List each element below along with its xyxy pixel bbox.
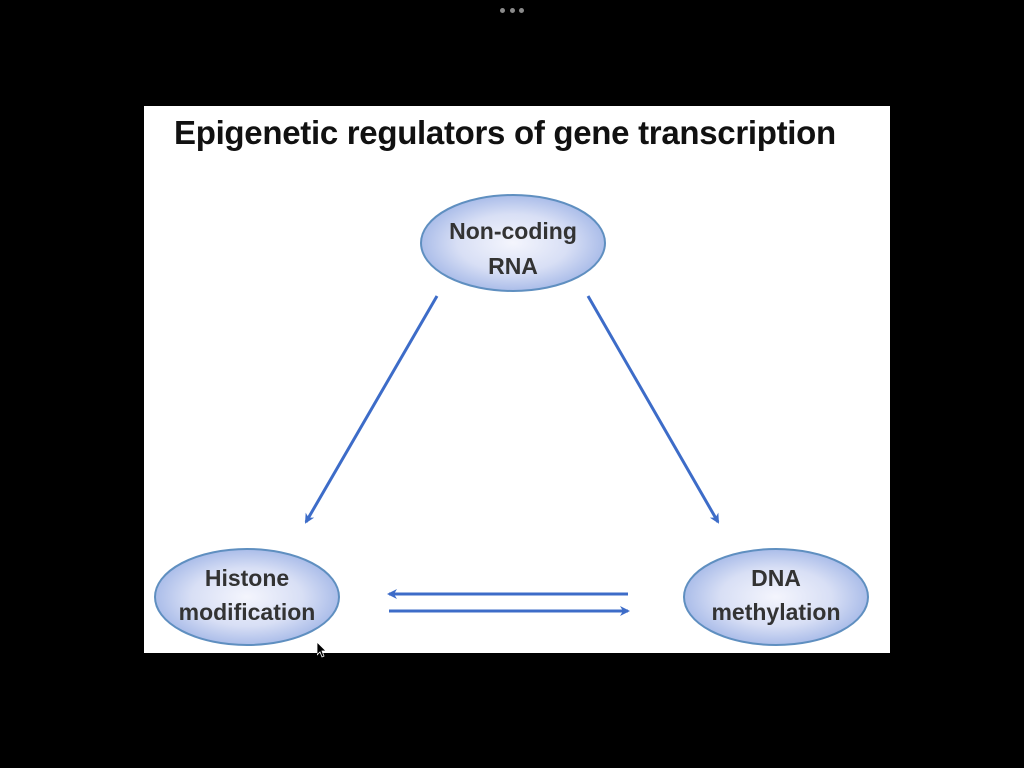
more-horizontal-icon <box>519 7 524 13</box>
node-dna-methylation: DNA methylation <box>683 548 869 646</box>
more-options-button[interactable] <box>500 5 524 15</box>
slide: Epigenetic regulators of gene transcript… <box>144 106 890 653</box>
node-label-line: modification <box>179 599 316 625</box>
ellipse-non-coding-rna <box>420 194 606 292</box>
ellipse-histone-modification <box>154 548 340 646</box>
node-non-coding-rna: Non-coding RNA <box>420 194 606 292</box>
node-label-line: methylation <box>711 599 840 625</box>
arrow-ncrna-to-dna <box>586 295 720 524</box>
node-label-line: Non-coding <box>449 218 577 244</box>
ellipse-dna-methylation <box>683 548 869 646</box>
arrow-ncrna-to-histone <box>304 295 439 524</box>
more-horizontal-icon <box>509 7 515 13</box>
node-label-line: Histone <box>205 565 289 591</box>
more-horizontal-icon <box>500 7 505 13</box>
slide-title: Epigenetic regulators of gene transcript… <box>174 114 836 151</box>
node-label-line: DNA <box>751 565 801 591</box>
diagram: Non-coding RNA Histone modification DNA … <box>154 194 869 646</box>
node-label-line: RNA <box>488 253 538 279</box>
node-histone-modification: Histone modification <box>154 548 340 646</box>
